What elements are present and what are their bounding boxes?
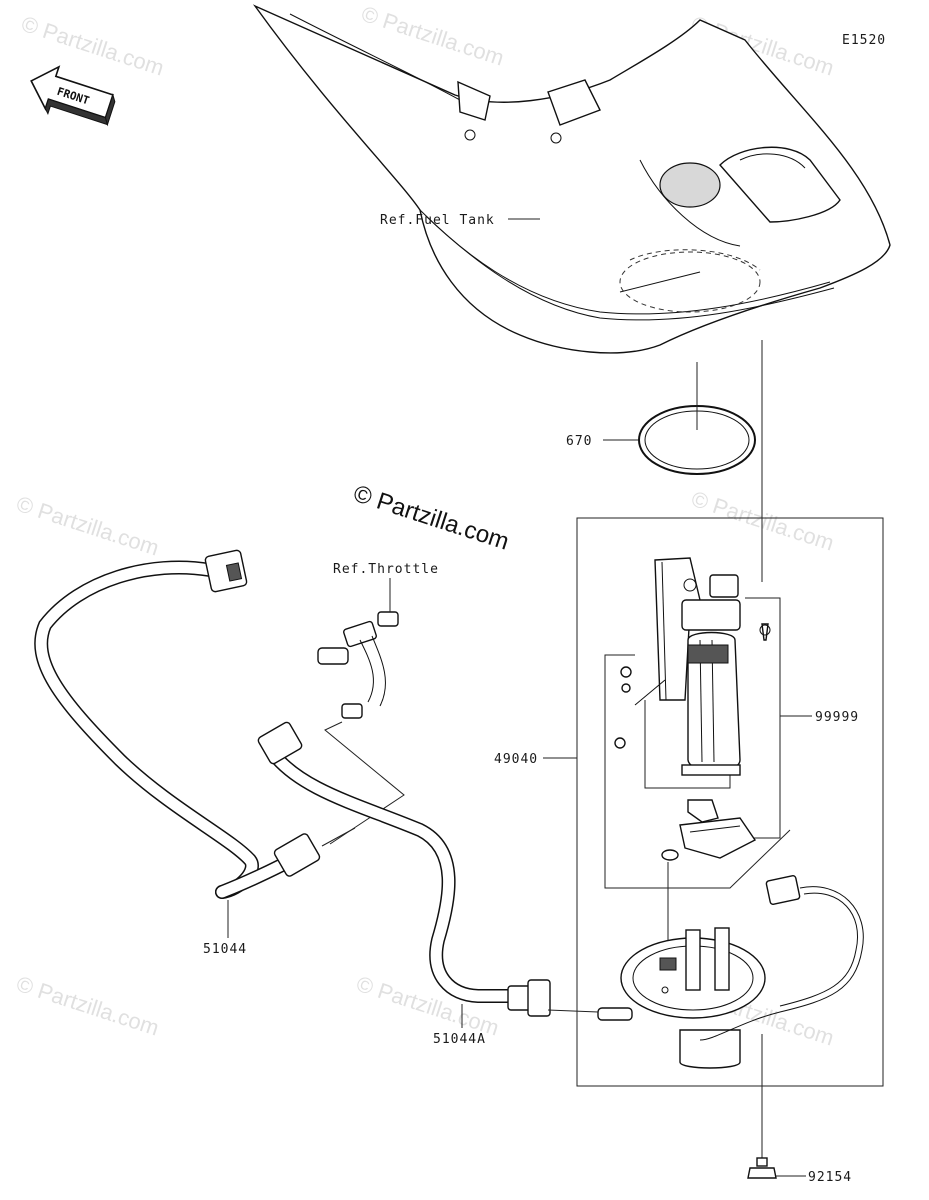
watermark-bottom-left: © Partzilla.com <box>13 971 162 1041</box>
brand-watermark: © Partzilla.com <box>350 480 512 556</box>
fuel-pump-bracket-left <box>576 517 612 1087</box>
pump-wiring <box>699 875 864 1041</box>
fuel-pump-label: 49040 <box>494 752 538 767</box>
pump-kit-label: 99999 <box>815 710 859 725</box>
bolt-label: 92154 <box>808 1170 852 1185</box>
fuel-tank <box>252 4 891 354</box>
watermark-top-left: © Partzilla.com <box>18 11 167 81</box>
watermark-mid-right: © Partzilla.com <box>688 486 837 556</box>
hose-right-label: 51044A <box>433 1032 486 1047</box>
watermark-bottom-center: © Partzilla.com <box>353 971 502 1041</box>
pump-kit-bracket <box>745 597 781 839</box>
throttle-label: Ref.Throttle <box>333 562 439 577</box>
throttle-fitting <box>317 611 399 719</box>
throttle-guide-line <box>324 721 405 845</box>
hose-left-label: 51044 <box>203 942 247 957</box>
filter-bracket <box>604 654 791 889</box>
watermark-mid-left: © Partzilla.com <box>13 491 162 561</box>
front-arrow-icon: FRONT <box>30 65 116 127</box>
fuel-pump <box>614 557 771 776</box>
hose-right-guide-line <box>547 1009 599 1013</box>
fuel-tank-label: Ref.Fuel Tank <box>380 213 495 228</box>
o-ring-label: 670 <box>566 434 592 449</box>
bolt <box>747 1157 777 1179</box>
fuel-filter <box>661 799 757 861</box>
hose-left-guide-line <box>321 827 356 847</box>
hose-left <box>34 549 321 899</box>
fuel-pump-bracket-right <box>612 517 884 1087</box>
diagram-code: E1520 <box>842 33 886 48</box>
hose-right <box>257 721 633 1021</box>
pump-flange <box>620 927 766 1069</box>
watermark-top-center: © Partzilla.com <box>358 1 507 71</box>
